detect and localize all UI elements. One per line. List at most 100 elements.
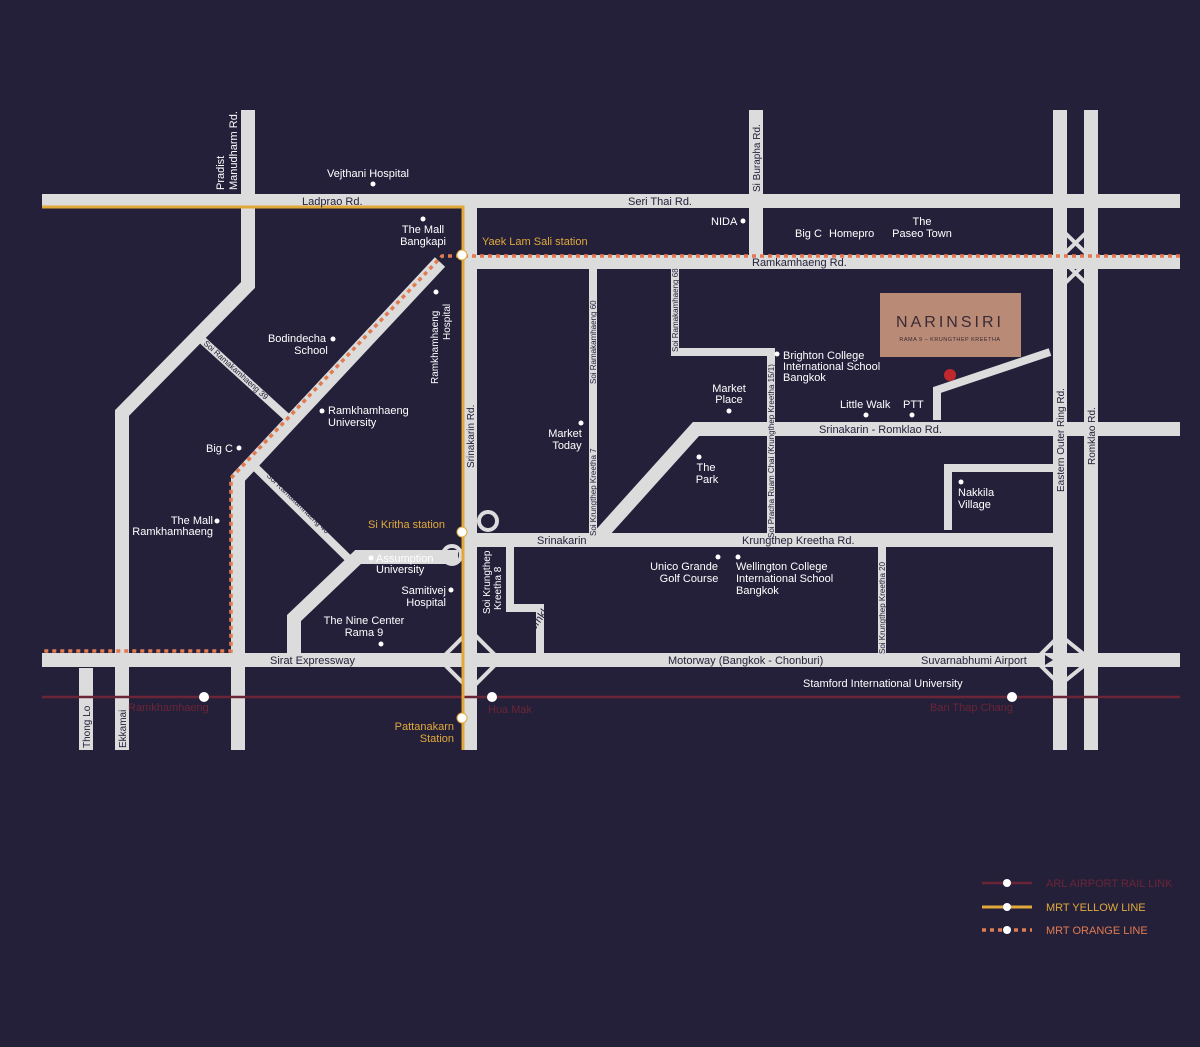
yaek-lam-sali-label: Yaek Lam Sali station: [482, 236, 588, 248]
ptt-label: PTT: [903, 399, 924, 411]
mall-ramkhamhaeng-label-1: The Mall: [171, 515, 213, 527]
market-today-marker: [578, 420, 584, 426]
the-park-marker: [696, 454, 702, 460]
si-burapha-label: Si Burapha Rd.: [752, 124, 763, 192]
legend-orange-label: MRT ORANGE LINE: [1046, 925, 1148, 937]
bodindecha-label-1: Bodindecha: [268, 333, 327, 345]
pattanakarn-label-1: Pattanakarn: [395, 721, 454, 733]
rh-university-marker: [319, 408, 325, 414]
wellington-label-1: Wellington College: [736, 561, 828, 573]
pradist-label-2: Manudharm Rd.: [228, 111, 240, 190]
project-logo: NARINSIRI RAMA 9 – KRUNGTHEP KREETHA: [880, 293, 1021, 357]
the-park-label-2: Park: [696, 474, 719, 486]
the-park-label-1: The: [697, 462, 716, 474]
ladprao-label: Ladprao Rd.: [302, 196, 363, 208]
srinakarin-interchange: [437, 627, 503, 693]
bigc2-marker: [236, 445, 242, 451]
nakkila-label-2: Village: [958, 499, 991, 511]
srinakarin-label: Srinakarin: [537, 535, 587, 547]
bigc-label: Big C: [795, 228, 822, 240]
samitivej-label-1: Samitivej: [401, 585, 446, 597]
little-walk-label: Little Walk: [840, 399, 891, 411]
assumption-road: [287, 550, 458, 660]
legend-arl-label: ARL AIRPORT RAIL LINK: [1046, 878, 1173, 890]
legend-item-arl: ARL AIRPORT RAIL LINK: [982, 878, 1173, 890]
legend-yellow-station-icon: [1003, 903, 1011, 911]
market-place-marker: [726, 408, 732, 414]
legend-orange-station-icon: [1003, 926, 1011, 934]
logo-tagline: RAMA 9 – KRUNGTHEP KREETHA: [899, 337, 1000, 343]
ramkamhaeng-label: Ramkamhaeng Rd.: [752, 257, 847, 269]
place-markers: [214, 181, 964, 647]
little-walk-marker: [863, 412, 869, 418]
mall-bangkapi-label-2: Bangkapi: [400, 236, 446, 248]
market-place-label-2: Place: [715, 394, 743, 406]
homepro-label: Homepro: [829, 228, 874, 240]
wellington-label-3: Bangkok: [736, 585, 779, 597]
ekkamai-label: Ekkamai: [118, 710, 129, 748]
eastern-outer-label: Eastern Outer Ring Rd.: [1056, 388, 1067, 492]
srinakarin-romklao-label: Srinakarin - Romklao Rd.: [819, 424, 942, 436]
station-labels: Yaek Lam Sali station Si Kritha station …: [128, 236, 1013, 745]
nakkila-marker: [958, 479, 964, 485]
stamford-label: Stamford International University: [803, 678, 963, 690]
rail-stations: [199, 249, 1017, 724]
project-access-road: [933, 348, 1052, 420]
ban-thap-chang-station-marker: [1007, 692, 1017, 702]
nakkila-road: [944, 464, 1060, 530]
soi-kk15-label: Soi Pracha Ruam Chai (Krungthep Kreetha …: [767, 364, 776, 538]
road-labels: Ladprao Rd. Seri Thai Rd. Ramkamhaeng Rd…: [82, 111, 1098, 748]
nine-center-label-1: The Nine Center: [324, 615, 405, 627]
logo-name: NARINSIRI: [896, 314, 1004, 331]
nakkila-label-1: Nakkila: [958, 487, 995, 499]
ramkhamhaeng-arl-station-marker: [199, 692, 209, 702]
seri-thai-label: Seri Thai Rd.: [628, 196, 692, 208]
soi-kk20-label: Soi Krungthep Kreetha 20: [878, 561, 887, 654]
assumption-label-2: University: [376, 564, 425, 576]
market-place-label-1: Market: [712, 383, 746, 395]
soi-krungthep-kreetha-8-road: [506, 540, 544, 660]
place-labels: Vejthani Hospital The Mall Bangkapi NIDA…: [132, 168, 995, 690]
krungthep-kreetha-label: Krungthep Kreetha Rd.: [742, 535, 855, 547]
brighton-label-1: Brighton College: [783, 350, 864, 362]
bigc2-label: Big C: [206, 443, 233, 455]
srinakarin-loop: [477, 510, 499, 532]
srinakarin-rd-label: Srinakarin Rd.: [466, 405, 477, 468]
si-kritha-label: Si Kritha station: [368, 519, 445, 531]
motorway-label: Motorway (Bangkok - Chonburi): [668, 655, 823, 667]
mall-bangkapi-label-1: The Mall: [402, 224, 444, 236]
legend-item-orange: MRT ORANGE LINE: [982, 925, 1148, 937]
rh-hospital-marker: [433, 289, 439, 295]
mall-ramkhamhaeng-label-2: Ramkhamhaeng: [132, 526, 213, 538]
wellington-label-2: International School: [736, 573, 833, 585]
hua-mak-station-marker: [487, 692, 497, 702]
brighton-marker: [774, 351, 780, 357]
bodindecha-label-2: School: [294, 345, 328, 357]
mall-ramkhamhaeng-marker: [214, 518, 220, 524]
nine-center-marker: [378, 641, 384, 647]
legend-yellow-label: MRT YELLOW LINE: [1046, 902, 1146, 914]
ramkamhaeng-interchange: [1057, 226, 1094, 290]
unico-marker: [715, 554, 721, 560]
interchanges: [437, 226, 1095, 693]
pradist-manudharm-road: [115, 110, 255, 750]
pradist-label-1: Pradist: [215, 156, 227, 190]
yaek-lam-sali-station-marker: [456, 249, 468, 261]
soi-kk8-label-2: Kreetha 8: [493, 566, 504, 610]
rh-university-label-1: Ramkhamhaeng: [328, 405, 409, 417]
romklao-tunnel-road: [590, 422, 1180, 545]
rh-hospital-label-2: Hospital: [442, 304, 453, 340]
market-today-label-2: Today: [552, 440, 582, 452]
paseo-label-1: The: [913, 216, 932, 228]
ban-thap-chang-label: Ban Thap Chang: [930, 702, 1013, 714]
pattanakarn-station-marker: [456, 712, 468, 724]
soi-ramk68-label: Soi Ramakamhaeng 68: [671, 268, 680, 352]
samitivej-marker: [448, 587, 454, 593]
unico-label-1: Unico Grande: [650, 561, 718, 573]
nida-marker: [740, 218, 746, 224]
rh-hospital-label-1: Ramkhamhaeng: [430, 311, 441, 384]
vejthani-label: Vejthani Hospital: [327, 168, 409, 180]
soi-ramk60-label: Soi Ramakamhaeng 60: [589, 300, 598, 384]
soi-kk8-label-1: Soi Krungthep: [482, 550, 493, 614]
